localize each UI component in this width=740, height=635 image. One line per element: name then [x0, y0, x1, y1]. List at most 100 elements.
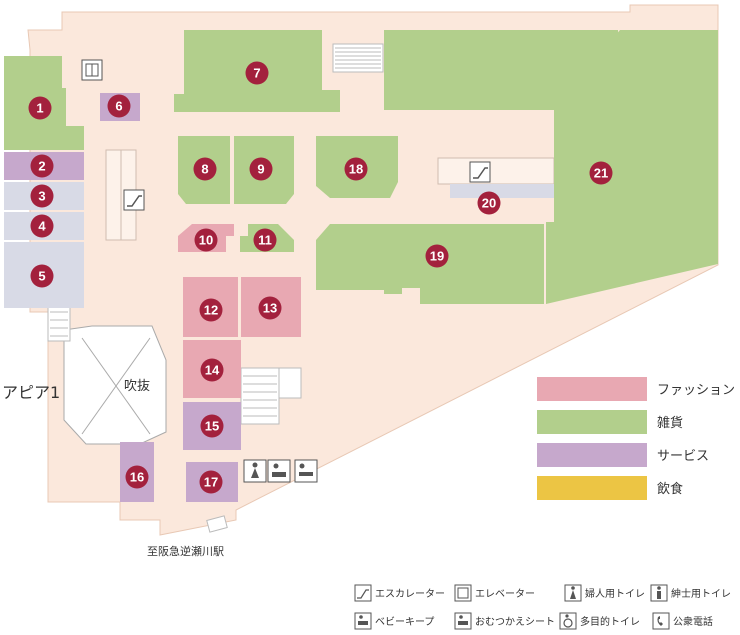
shop-marker-9[interactable]: 9	[249, 157, 273, 181]
shop-marker-1[interactable]: 1	[28, 96, 52, 120]
mens-toilet-icon	[657, 591, 661, 599]
shop-number: 9	[257, 162, 264, 177]
svg-text:多目的トイレ: 多目的トイレ	[580, 615, 640, 628]
shop-marker-11[interactable]: 11	[253, 228, 277, 252]
legend-label-fashion: ファッション	[657, 383, 735, 398]
shop-marker-circle	[30, 214, 54, 238]
shop-number: 15	[205, 419, 219, 434]
key-escalator: エスカレーター	[354, 584, 445, 602]
shop-marker-circle	[30, 154, 54, 178]
shop-marker-7[interactable]: 7	[245, 61, 269, 85]
shop-marker-circle	[344, 157, 368, 181]
svg-text:エレベーター: エレベーター	[475, 588, 535, 600]
shop-marker-circle	[194, 228, 218, 252]
shop-number: 6	[115, 99, 122, 114]
shop-number: 16	[130, 470, 144, 485]
diaper-change-icon	[458, 621, 468, 625]
shop-marker-6[interactable]: 6	[107, 94, 131, 118]
shop-number: 13	[263, 301, 277, 316]
shop-marker-20[interactable]: 20	[477, 191, 501, 215]
womens-toilet-icon	[570, 590, 576, 599]
shop-marker-18[interactable]: 18	[344, 157, 368, 181]
key-mens-toilet: 紳士用トイレ	[650, 584, 731, 602]
elevator-icon	[457, 587, 469, 599]
shop-marker-15[interactable]: 15	[200, 414, 224, 438]
legend-swatch-food	[537, 476, 647, 500]
station-direction-label: 至阪急逆瀬川駅	[147, 544, 224, 558]
shop-number: 5	[38, 269, 45, 284]
shop-marker-4[interactable]: 4	[30, 214, 54, 238]
shop-number: 4	[38, 219, 46, 234]
shop-marker-10[interactable]: 10	[194, 228, 218, 252]
key-public-phone: 公衆電話	[652, 612, 713, 630]
womens-toilet-icon	[243, 459, 267, 483]
shop-marker-circle	[30, 184, 54, 208]
key-diaper-change: おむつかえシート	[454, 612, 555, 630]
shop-marker-circle	[477, 191, 501, 215]
escalator-center	[437, 157, 555, 185]
shop-marker-circle	[199, 298, 223, 322]
svg-text:公衆電話: 公衆電話	[673, 615, 713, 628]
escalator-icon	[469, 161, 491, 183]
shop-marker-2[interactable]: 2	[30, 154, 54, 178]
svg-text:婦人用トイレ: 婦人用トイレ	[585, 588, 645, 600]
shop-number: 8	[201, 162, 208, 177]
shop-marker-circle	[199, 470, 223, 494]
shop-marker-5[interactable]: 5	[30, 264, 54, 288]
shop-marker-circle	[193, 157, 217, 181]
shop-marker-circle	[107, 94, 131, 118]
shop-number: 10	[199, 233, 213, 248]
building-label: アピア1	[2, 383, 60, 402]
shop-marker-13[interactable]: 13	[258, 296, 282, 320]
legend-swatch-goods	[537, 410, 647, 434]
shop-marker-3[interactable]: 3	[30, 184, 54, 208]
atrium	[63, 325, 167, 445]
shop-number: 12	[204, 303, 218, 318]
stairs-top	[332, 43, 384, 73]
shop-marker-circle	[200, 414, 224, 438]
shop-marker-circle	[253, 228, 277, 252]
shop-marker-12[interactable]: 12	[199, 298, 223, 322]
shop-marker-8[interactable]: 8	[193, 157, 217, 181]
shop-number: 2	[38, 159, 45, 174]
legend-label-goods: 雑貨	[657, 415, 683, 431]
key-womens-toilet: 婦人用トイレ	[564, 584, 645, 602]
diaper-change-icon	[294, 459, 318, 483]
key-accessible-toilet: 多目的トイレ	[559, 612, 640, 630]
shop-number: 14	[205, 363, 220, 378]
escalator-icon	[123, 189, 145, 211]
baby-keep-icon	[267, 459, 291, 483]
svg-text:紳士用トイレ: 紳士用トイレ	[671, 587, 731, 600]
atrium-label: 吹抜	[124, 378, 150, 394]
shop-marker-14[interactable]: 14	[200, 358, 224, 382]
shop-marker-circle	[425, 244, 449, 268]
shop-marker-17[interactable]: 17	[199, 470, 223, 494]
shop-marker-circle	[200, 358, 224, 382]
shop-marker-circle	[125, 465, 149, 489]
key-baby-keep: ベビーキープ	[354, 612, 434, 630]
shop-marker-19[interactable]: 19	[425, 244, 449, 268]
stairs-entrance	[206, 515, 228, 533]
legend-label-food: 飲食	[657, 481, 683, 497]
shop-number: 3	[38, 189, 45, 204]
accessible-toilet-icon	[563, 618, 573, 628]
shop-marker-21[interactable]: 21	[589, 161, 613, 185]
svg-text:おむつかえシート: おむつかえシート	[475, 616, 555, 628]
shop-number: 21	[594, 166, 608, 181]
shop-number: 11	[258, 233, 272, 248]
category-legend: ファッション 雑貨 サービス 飲食	[537, 377, 735, 500]
shop-marker-circle	[245, 61, 269, 85]
escalator-icon	[357, 589, 369, 599]
key-elevator: エレベーター	[454, 584, 535, 602]
shop-number: 1	[36, 101, 43, 116]
facility-key: エスカレーター エレベーター 婦人用トイレ 紳士用トイレ ベビーキープ	[354, 584, 731, 630]
shop-number: 17	[204, 475, 218, 490]
public-phone-icon	[657, 616, 663, 626]
baby-keep-icon	[358, 621, 368, 625]
shop-marker-circle	[30, 264, 54, 288]
shop-marker-circle	[28, 96, 52, 120]
shop-marker-16[interactable]: 16	[125, 465, 149, 489]
shop-number: 19	[430, 249, 444, 264]
shop-marker-circle	[589, 161, 613, 185]
svg-text:エスカレーター: エスカレーター	[375, 588, 445, 600]
